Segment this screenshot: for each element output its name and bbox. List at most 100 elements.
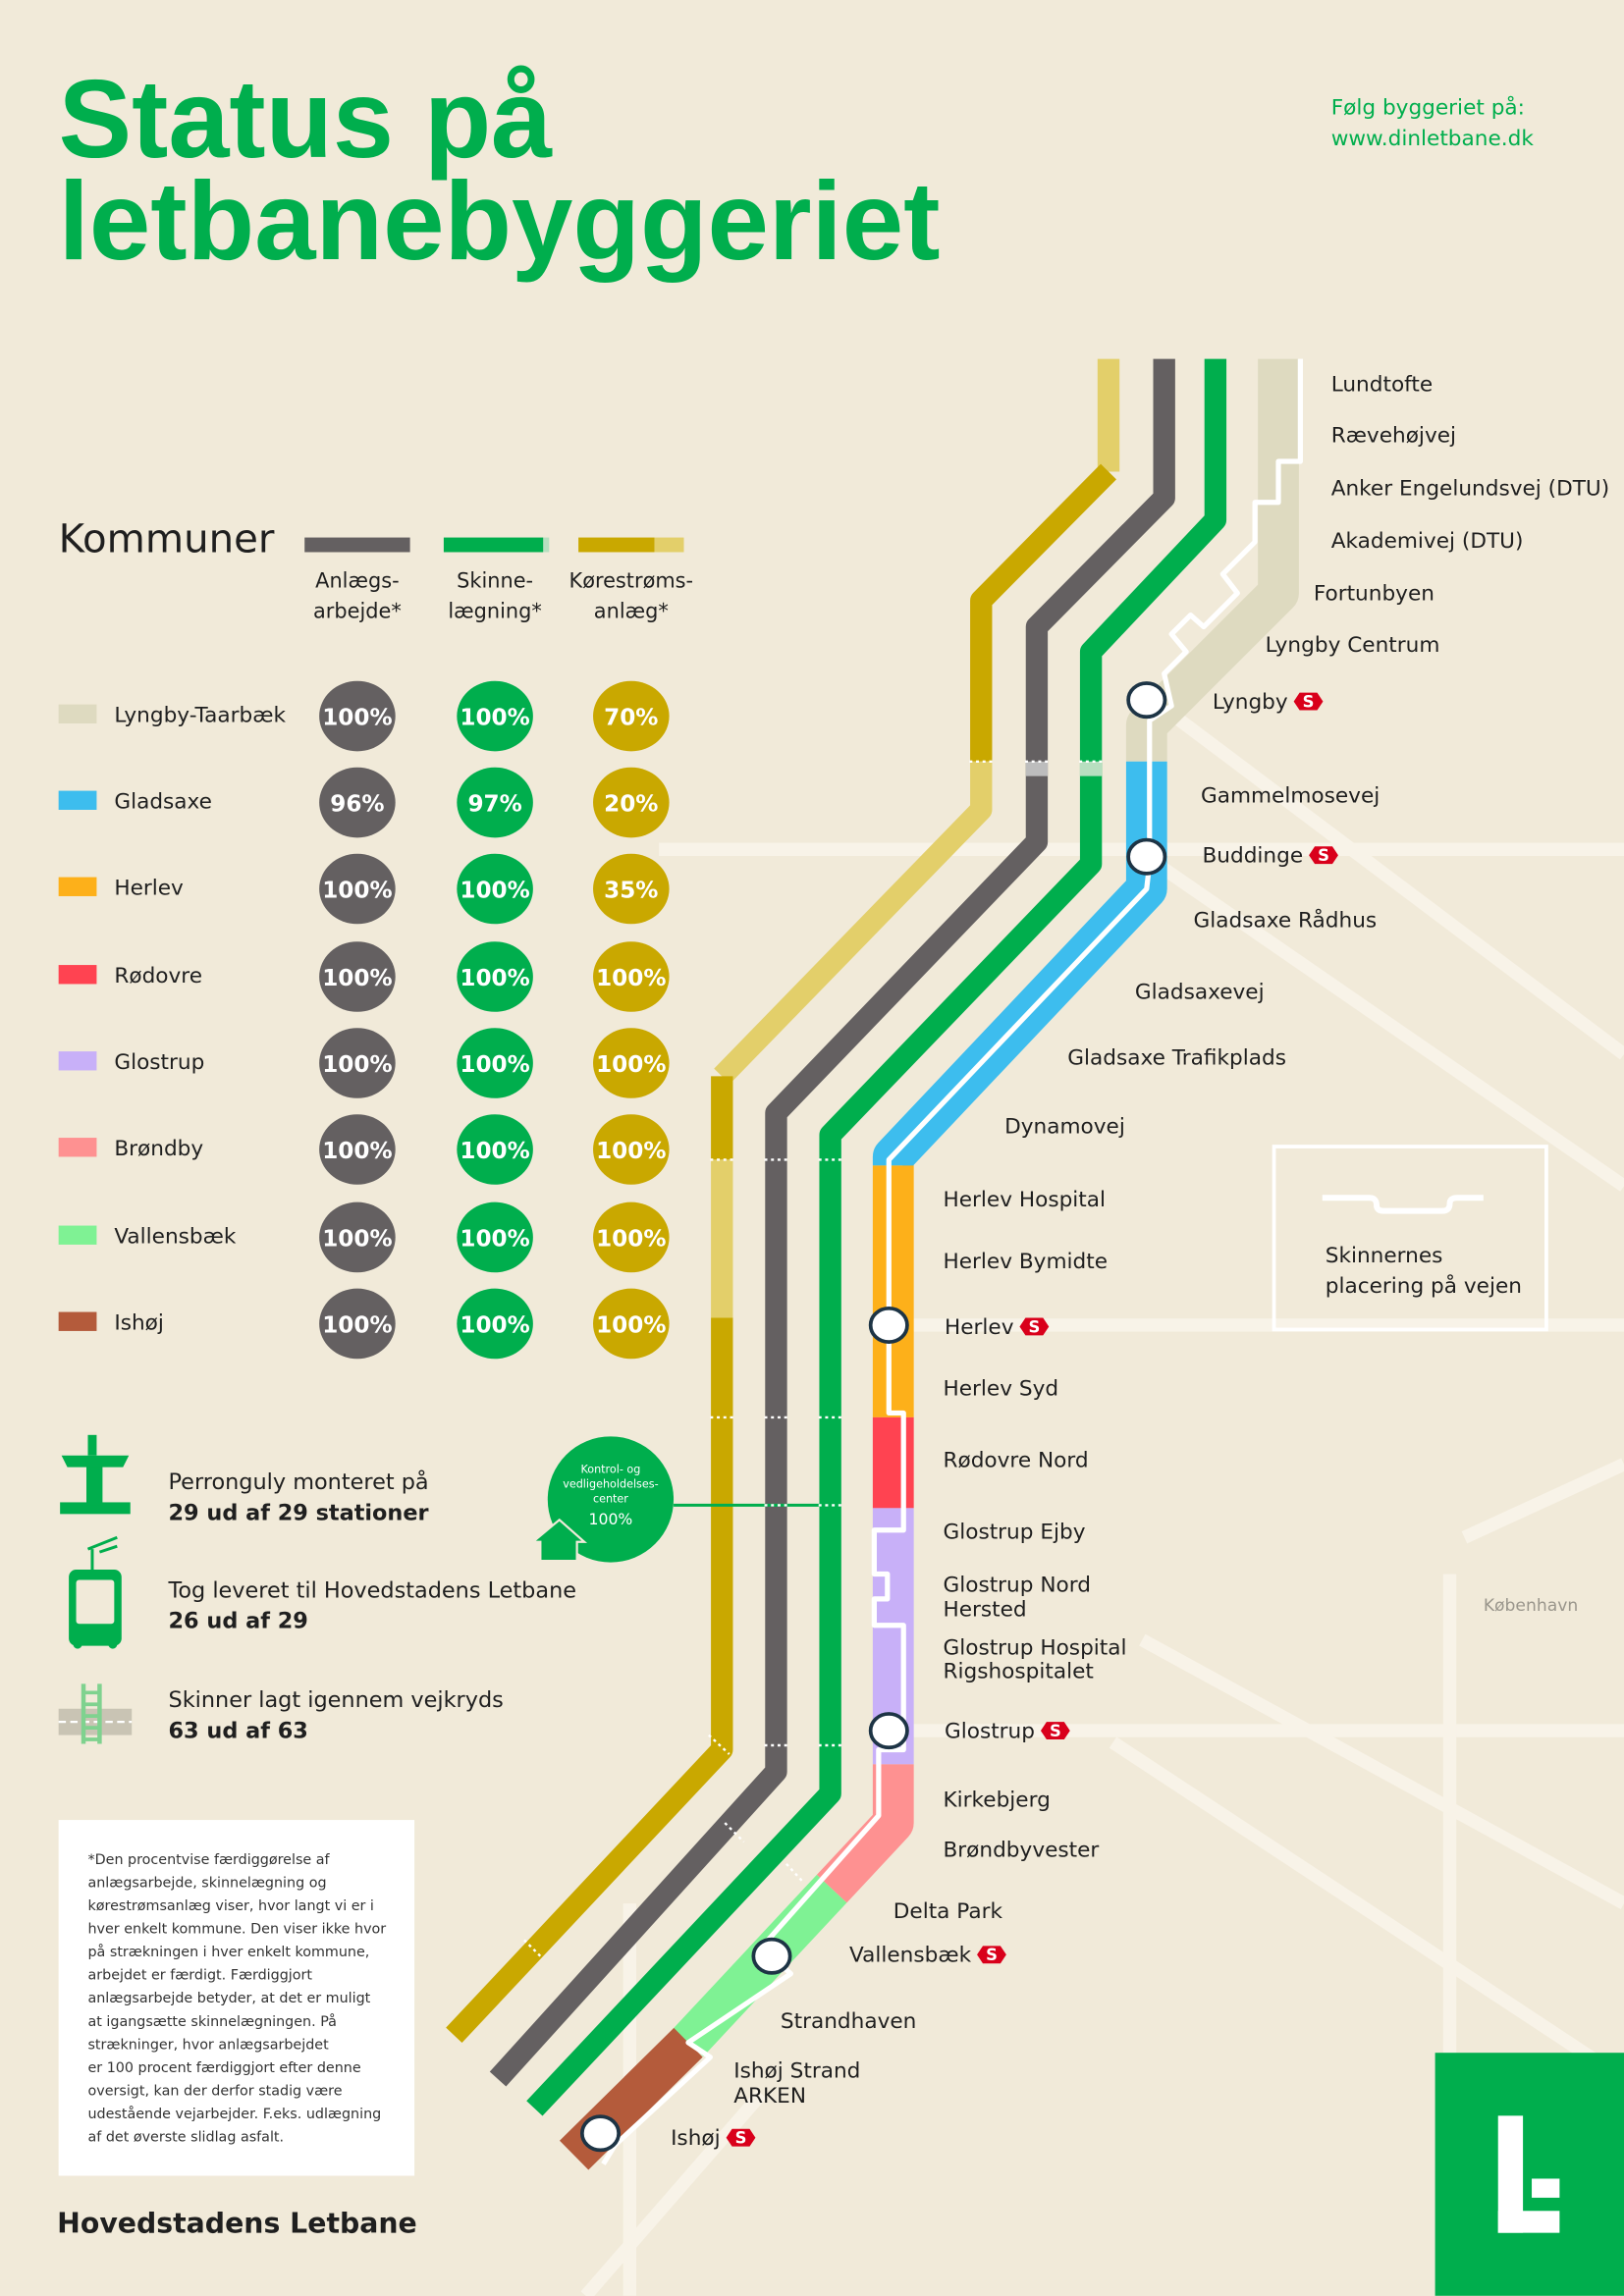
progress-badge-koerestroem xyxy=(593,1028,670,1098)
track-placement-line xyxy=(601,358,1304,2165)
station-label[interactable]: Ishøj xyxy=(671,2126,721,2151)
station-label[interactable]: Kirkebjerg xyxy=(943,1789,1050,1813)
station-label[interactable]: Gammelmosevej xyxy=(1201,784,1380,809)
station-label[interactable]: Glostrup Nord xyxy=(943,1573,1090,1597)
station-label[interactable]: Delta Park xyxy=(893,1899,1003,1924)
page-title-line2: letbanebyggeriet xyxy=(59,159,941,284)
s-tog-letter: S xyxy=(735,2129,747,2148)
footnote-line: arbejdet er færdigt. Færdiggjort xyxy=(87,1968,312,1984)
station-label[interactable]: Lundtofte xyxy=(1331,372,1433,397)
progress-badge-anlaeg xyxy=(319,1201,396,1273)
station-label[interactable]: Rødovre Nord xyxy=(943,1449,1088,1473)
station-label[interactable]: Glostrup Hospital xyxy=(943,1636,1126,1661)
station-label[interactable]: Lyngby Centrum xyxy=(1266,633,1440,658)
progress-badge-anlaeg xyxy=(319,767,396,838)
letbane-logo xyxy=(1435,2053,1624,2296)
kommune-color-swatch xyxy=(58,790,97,810)
progress-badge-skinne xyxy=(457,1201,533,1273)
footnote-line: oversigt, kan der derfor stadig være xyxy=(87,2083,342,2099)
interchange-station-marker[interactable] xyxy=(579,2114,621,2153)
interchange-station-marker[interactable] xyxy=(1126,681,1167,720)
progress-value-koerestroem: 20% xyxy=(604,791,658,817)
station-label[interactable]: Ishøj Strand xyxy=(733,2059,860,2084)
station-label[interactable]: Herlev Hospital xyxy=(943,1188,1106,1212)
progress-badge-koerestroem xyxy=(593,1201,670,1273)
station-label[interactable]: Glostrup Ejby xyxy=(943,1521,1085,1545)
stat-crossings: Skinner lagt igennem vejkryds 63 ud af 6… xyxy=(58,1683,504,1744)
skinne-track xyxy=(526,358,1227,2116)
station-label[interactable]: Glostrup xyxy=(945,1720,1035,1744)
kontrol-line1: Kontrol- og xyxy=(580,1464,640,1476)
station-label[interactable]: Gladsaxevej xyxy=(1135,980,1265,1004)
station-label[interactable]: Buddinge xyxy=(1202,844,1303,869)
interchange-station-marker[interactable] xyxy=(1126,837,1167,876)
kommune-color-swatch xyxy=(58,704,97,723)
progress-badge-koerestroem xyxy=(593,767,670,838)
kontrol-line2: vedligeholdelses- xyxy=(563,1478,658,1491)
col-header-koerestroem-1: Kørestrøms- xyxy=(569,568,694,592)
station-label[interactable]: Herlev Bymidte xyxy=(943,1250,1108,1274)
s-tog-icon: S xyxy=(1040,1722,1070,1740)
kommune-name: Herlev xyxy=(114,876,184,900)
progress-value-skinne: 100% xyxy=(460,1312,529,1338)
kommune-color-swatch xyxy=(58,1138,97,1157)
station-label[interactable]: Anker Engelundsvej (DTU) xyxy=(1331,476,1609,501)
progress-badge-koerestroem xyxy=(593,1288,670,1360)
progress-badge-skinne xyxy=(457,1288,533,1360)
progress-badge-koerestroem xyxy=(593,941,670,1012)
col-header-anlaeg-1: Anlægs- xyxy=(315,568,399,592)
progress-value-skinne: 97% xyxy=(467,791,521,817)
kommuner-title: Kommuner xyxy=(59,516,275,561)
kommune-name: Gladsaxe xyxy=(114,789,212,814)
follow-url-link[interactable]: www.dinletbane.dk xyxy=(1331,127,1535,151)
progress-value-anlaeg: 100% xyxy=(322,966,392,991)
city-label: København xyxy=(1484,1596,1578,1616)
footnote: *Den procentvise færdiggørelse afanlægsa… xyxy=(87,1852,386,2146)
progress-value-skinne: 100% xyxy=(460,966,529,991)
progress-value-koerestroem: 100% xyxy=(596,1052,666,1078)
footnote-line: anlægsarbejde betyder, at det er muligt xyxy=(87,1991,370,2006)
station-label[interactable]: Akademivej (DTU) xyxy=(1331,529,1524,554)
station-label[interactable]: Hersted xyxy=(943,1598,1026,1623)
station-label[interactable]: Rævehøjvej xyxy=(1331,424,1456,449)
progress-value-koerestroem: 100% xyxy=(596,966,666,991)
house-icon xyxy=(529,1518,588,1563)
station-label[interactable]: Strandhaven xyxy=(781,2009,916,2034)
station-label[interactable]: Dynamovej xyxy=(1004,1115,1125,1140)
station-label[interactable]: Vallensbæk xyxy=(849,1944,972,1968)
interchange-station-marker[interactable] xyxy=(868,1306,909,1344)
kommune-row: Rødovre 100% 100% 100% xyxy=(58,941,670,1012)
anlaeg-legend-bar xyxy=(304,537,410,553)
platform-icon xyxy=(60,1434,131,1515)
s-tog-letter: S xyxy=(1028,1317,1040,1336)
interchange-station-marker[interactable] xyxy=(751,1937,792,1975)
s-tog-icon: S xyxy=(1019,1317,1050,1336)
station-label[interactable]: Gladsaxe Trafikplads xyxy=(1067,1045,1286,1070)
s-tog-letter: S xyxy=(1303,693,1315,712)
station-label[interactable]: Herlev xyxy=(945,1315,1014,1340)
station-label[interactable]: Brøndbyvester xyxy=(943,1838,1099,1862)
station-label[interactable]: Fortunbyen xyxy=(1314,582,1435,607)
col-header-anlaeg-2: arbejde* xyxy=(313,600,402,623)
station-label[interactable]: Rigshospitalet xyxy=(943,1659,1093,1683)
progress-value-skinne: 100% xyxy=(460,1226,529,1252)
footnote-line: anlægsarbejde, skinnelægning og xyxy=(87,1875,326,1891)
kontrol-center: Kontrol- og vedligeholdelses- center 100… xyxy=(529,1436,675,1563)
progress-badge-skinne xyxy=(457,941,533,1012)
interchange-station-marker[interactable] xyxy=(868,1712,909,1750)
station-label[interactable]: Lyngby xyxy=(1213,690,1288,715)
kommune-name: Rødovre xyxy=(114,964,202,988)
station-label[interactable]: Herlev Syd xyxy=(943,1377,1058,1402)
station-label[interactable]: ARKEN xyxy=(733,2084,806,2109)
progress-value-anlaeg: 100% xyxy=(322,1052,392,1078)
s-tog-icon: S xyxy=(1309,846,1338,865)
progress-value-skinne: 100% xyxy=(460,705,529,730)
progress-value-koerestroem: 70% xyxy=(604,705,658,730)
station-label[interactable]: Gladsaxe Rådhus xyxy=(1194,907,1378,933)
footnote-line: på strækningen i hver enkelt kommune, xyxy=(87,1944,369,1960)
